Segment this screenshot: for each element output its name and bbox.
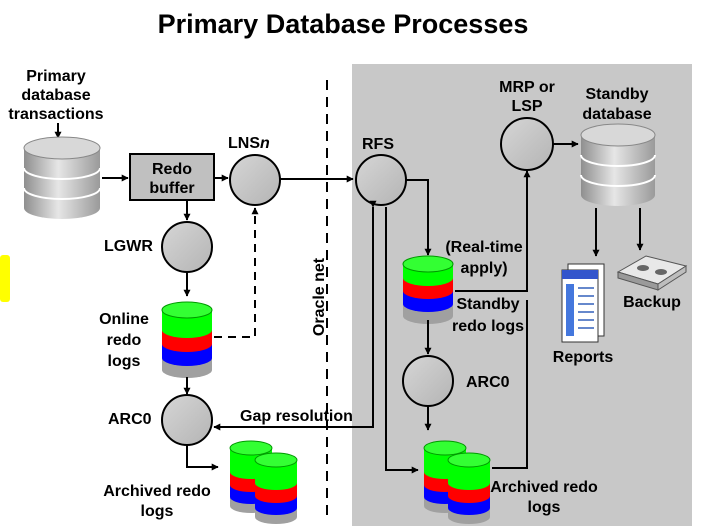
oracle-net-label: Oracle net xyxy=(311,257,328,336)
standby-redo-label-1: Standby xyxy=(456,296,519,313)
archived-primary-label-2: logs xyxy=(141,503,174,520)
archived-redo-logs-standby-icon xyxy=(423,440,491,524)
reports-label: Reports xyxy=(553,349,614,366)
backup-tape-icon xyxy=(616,255,688,291)
standby-db-label-2: database xyxy=(582,106,651,123)
arc0-standby-label: ARC0 xyxy=(466,374,510,391)
lns-process-circle xyxy=(229,154,281,206)
online-redo-label-3: logs xyxy=(108,353,141,370)
gap-resolution-label: Gap resolution xyxy=(240,408,353,425)
archived-standby-label-1: Archived redo xyxy=(490,479,598,496)
primary-db-label-1: Primary xyxy=(26,68,86,85)
reports-icon xyxy=(561,263,605,343)
page-title: Primary Database Processes xyxy=(158,9,529,39)
online-redo-label-1: Online xyxy=(99,311,149,328)
online-redo-label-2: redo xyxy=(107,332,142,349)
arrow-rfs-to-archived-standby xyxy=(385,207,419,474)
arrow-archived-standby-to-mrp xyxy=(492,300,528,469)
arc0-primary-label: ARC0 xyxy=(108,411,152,428)
mrp-label-1: MRP or xyxy=(499,79,555,96)
lgwr-process-circle xyxy=(161,221,213,273)
lgwr-label: LGWR xyxy=(104,238,153,255)
arrow-standby-logs-to-mrp xyxy=(455,170,531,292)
dashed-online-logs-to-lns xyxy=(214,207,259,338)
archived-standby-label-2: logs xyxy=(528,499,561,516)
arc0-primary-process-circle xyxy=(161,394,213,446)
yellow-highlight xyxy=(0,255,10,302)
backup-label: Backup xyxy=(623,294,681,311)
realtime-label-2: apply) xyxy=(460,260,507,277)
mrp-label-2: LSP xyxy=(511,98,542,115)
primary-db-label-3: transactions xyxy=(8,106,103,123)
arc0-standby-process-circle xyxy=(402,355,454,407)
realtime-label-1: (Real-time xyxy=(445,239,522,256)
standby-redo-logs-icon xyxy=(402,255,454,324)
online-redo-logs-icon xyxy=(161,301,213,378)
archived-primary-label-1: Archived redo xyxy=(103,483,211,500)
arrow-arc0-to-archived-logs xyxy=(186,445,219,471)
lns-label: LNSn xyxy=(228,135,270,152)
standby-redo-label-2: redo logs xyxy=(452,318,524,335)
arrow-rfs-to-standby-logs xyxy=(406,179,432,256)
standby-db-label-1: Standby xyxy=(585,86,648,103)
mrp-process-circle xyxy=(500,117,554,171)
standby-database-icon xyxy=(580,123,656,206)
primary-database-icon xyxy=(23,136,101,219)
redo-buffer-label-1: Redo xyxy=(152,161,192,178)
rfs-process-circle xyxy=(355,154,407,206)
rfs-label: RFS xyxy=(362,136,394,153)
gap-resolution-line xyxy=(213,200,377,431)
redo-buffer-label-2: buffer xyxy=(149,180,194,197)
archived-redo-logs-primary-icon xyxy=(229,440,298,524)
primary-db-label-2: database xyxy=(21,87,90,104)
